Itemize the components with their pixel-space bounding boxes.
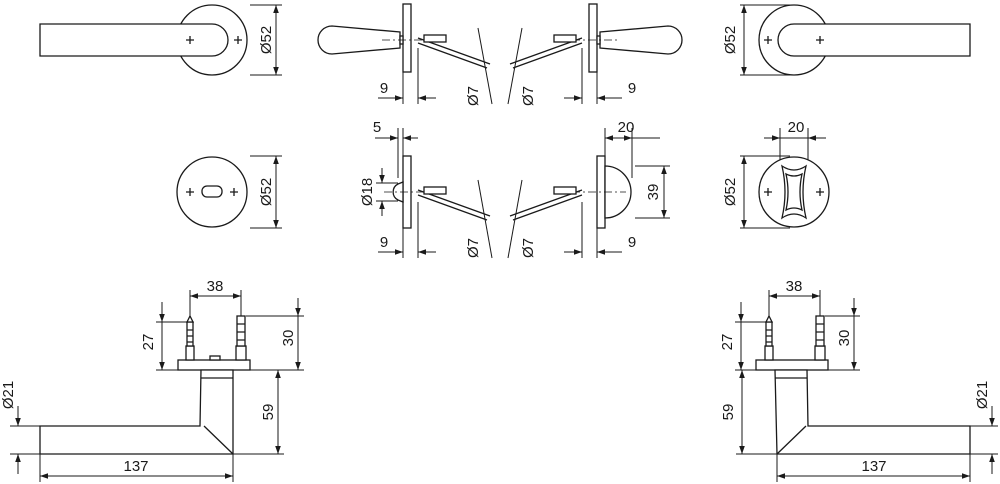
- gap-label: 5: [373, 119, 381, 136]
- length-label: 137: [123, 458, 148, 475]
- offset-label: 9: [380, 234, 388, 251]
- spacing-label: 38: [207, 278, 224, 295]
- rose-diameter-label: Ø52: [258, 26, 275, 54]
- indicator-dome-side-view: 20 39 9 Ø7: [507, 119, 670, 259]
- offset-label: 9: [380, 80, 388, 97]
- turn-rose-side-view: 5 Ø18 9 Ø7: [359, 119, 493, 259]
- pin-diameter-label: Ø7: [520, 86, 537, 106]
- length-label: 137: [861, 458, 886, 475]
- lever-front-view-left: Ø52: [39, 4, 282, 76]
- lever-diameter-label: Ø21: [974, 381, 991, 409]
- offset-label: 9: [628, 234, 636, 251]
- lever-side-view-right: 9 Ø7: [507, 3, 683, 106]
- rose-diameter-label: Ø52: [722, 178, 739, 206]
- pin-length-label: 27: [719, 334, 736, 351]
- pin-diameter-label: Ø7: [465, 86, 482, 106]
- lever-front-view-right: Ø52: [722, 4, 971, 76]
- indicator-rose-front-view: 20 Ø52: [722, 119, 830, 229]
- rose-diameter-label: Ø52: [258, 178, 275, 206]
- lever-diameter-label: Ø21: [0, 381, 17, 409]
- height-label: 59: [720, 404, 737, 421]
- dimension-rose-diameter: Ø52: [722, 4, 790, 76]
- dome-height-label: 39: [645, 184, 662, 201]
- lever-side-view-left: 9 Ø7: [317, 3, 493, 106]
- pin-diameter-label: Ø7: [520, 238, 537, 258]
- dome-width-label: 20: [618, 119, 635, 136]
- pin-length-label: 27: [140, 334, 157, 351]
- offset-label: 9: [628, 80, 636, 97]
- lever-assembly-left: 38 27 30 Ø21 59 137: [0, 278, 304, 482]
- pin-diameter-label: Ø7: [465, 238, 482, 258]
- turn-rose-front-view: Ø52: [176, 155, 282, 229]
- dimension-rose-diameter: Ø52: [250, 4, 282, 76]
- height-label: 59: [260, 404, 277, 421]
- pin-height-label: 30: [280, 330, 297, 347]
- rose-diameter-label: Ø52: [722, 26, 739, 54]
- thumb-diameter-label: Ø18: [359, 178, 376, 206]
- indicator-width-label: 20: [788, 119, 805, 136]
- pin-height-label: 30: [836, 330, 853, 347]
- lever-assembly-right: 38 27 30 59 Ø21 137: [719, 278, 998, 482]
- spacing-label: 38: [786, 278, 803, 295]
